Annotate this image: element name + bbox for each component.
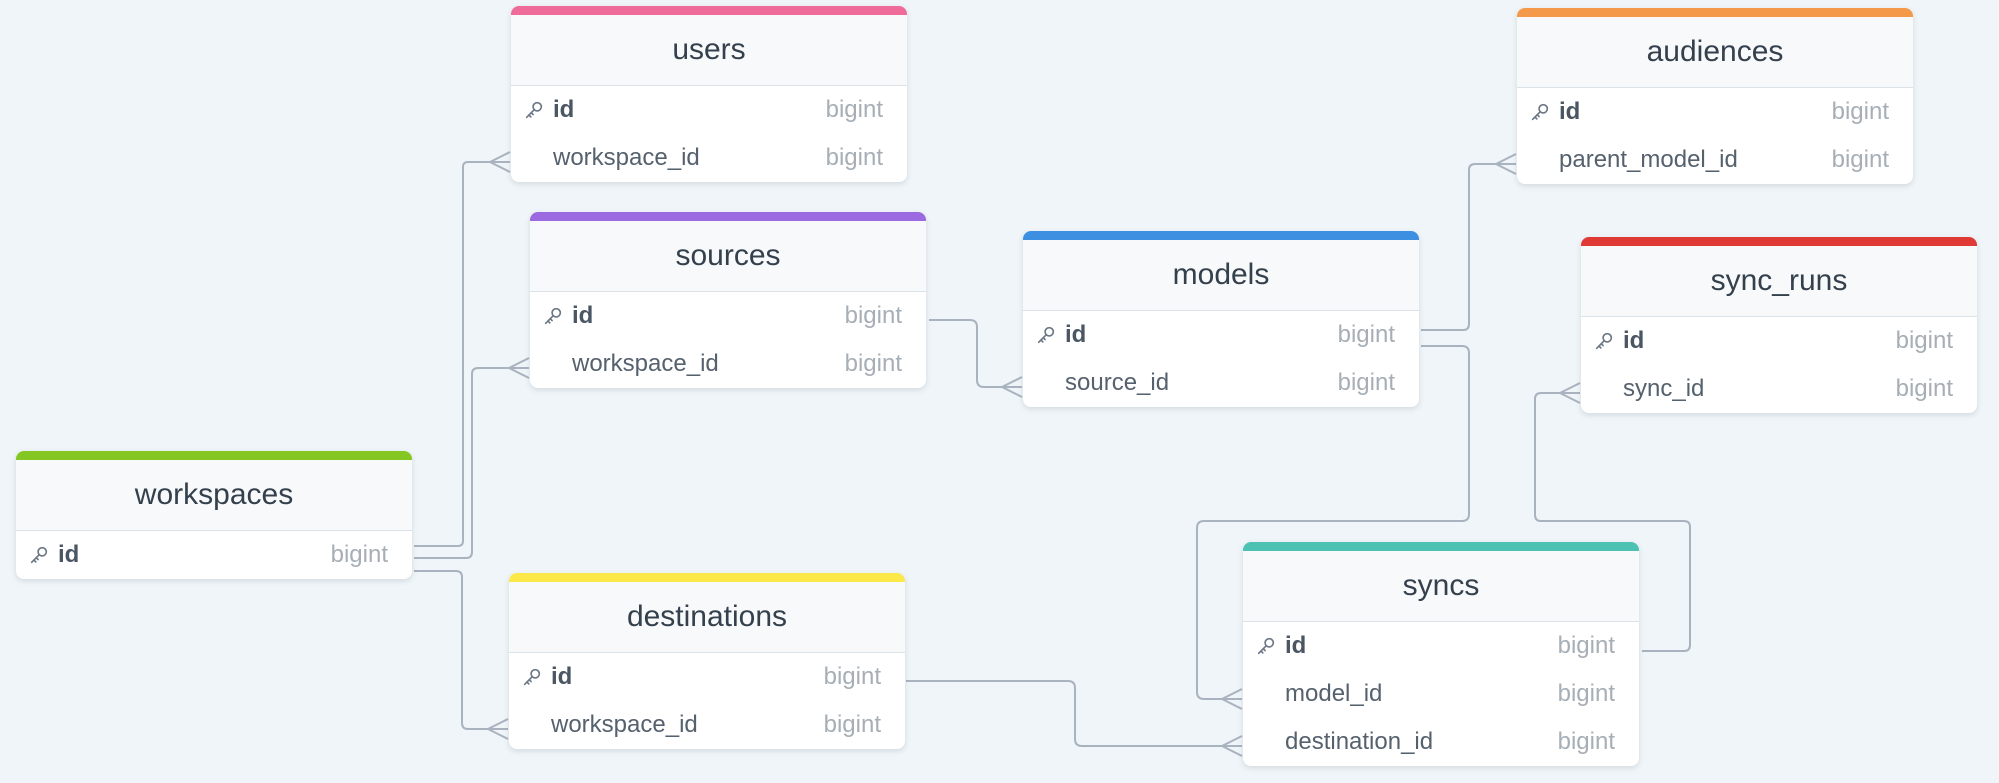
column-name: id	[553, 96, 826, 124]
key-icon	[28, 544, 58, 566]
crowfoot-syncs-model-id	[1222, 689, 1242, 709]
column-row[interactable]: model_id bigint	[1243, 670, 1639, 718]
column-name: id	[58, 541, 331, 569]
crowfoot-destinations-workspace-id	[488, 719, 508, 739]
column-name: id	[551, 663, 824, 691]
link-workspaces-users[interactable]	[414, 162, 510, 546]
column-row[interactable]: destination_id bigint	[1243, 718, 1639, 766]
table-accent-bar	[1023, 231, 1419, 240]
column-name: destination_id	[1285, 728, 1558, 756]
column-type: bigint	[826, 96, 883, 124]
crowfoot-syncs-destination-id	[1222, 736, 1242, 756]
column-name: workspace_id	[572, 350, 845, 378]
column-name: id	[572, 302, 845, 330]
table-syncs[interactable]: syncs id bigint model_id bigint destinat…	[1243, 542, 1639, 766]
column-row[interactable]: id bigint	[509, 653, 905, 701]
column-name: sync_id	[1623, 375, 1896, 403]
key-icon	[1593, 330, 1623, 352]
column-row[interactable]: id bigint	[511, 86, 907, 134]
column-name: id	[1285, 632, 1558, 660]
column-row[interactable]: parent_model_id bigint	[1517, 136, 1913, 184]
table-title: sources	[530, 221, 926, 292]
column-row[interactable]: id bigint	[16, 531, 412, 579]
column-type: bigint	[845, 350, 902, 378]
column-name: workspace_id	[551, 711, 824, 739]
column-row[interactable]: workspace_id bigint	[509, 701, 905, 749]
crowfoot-sync-runs-sync-id	[1560, 383, 1580, 403]
key-icon	[1529, 101, 1559, 123]
column-type: bigint	[824, 711, 881, 739]
crowfoot-sources-workspace-id	[509, 358, 529, 378]
column-type: bigint	[1832, 98, 1889, 126]
key-icon	[521, 666, 551, 688]
column-row[interactable]: sync_id bigint	[1581, 365, 1977, 413]
column-name: workspace_id	[553, 144, 826, 172]
column-type: bigint	[1338, 321, 1395, 349]
link-workspaces-sources[interactable]	[414, 368, 529, 558]
column-row[interactable]: id bigint	[1023, 311, 1419, 359]
table-accent-bar	[1243, 542, 1639, 551]
column-name: source_id	[1065, 369, 1338, 397]
table-title: models	[1023, 240, 1419, 311]
column-row[interactable]: workspace_id bigint	[511, 134, 907, 182]
table-accent-bar	[511, 6, 907, 15]
link-sources-models[interactable]	[929, 320, 1022, 387]
column-name: id	[1623, 327, 1896, 355]
key-icon	[542, 305, 572, 327]
column-type: bigint	[1338, 369, 1395, 397]
column-name: id	[1559, 98, 1832, 126]
crowfoot-models-source-id	[1002, 377, 1022, 397]
link-workspaces-destinations[interactable]	[414, 571, 508, 729]
column-row[interactable]: workspace_id bigint	[530, 340, 926, 388]
column-name: parent_model_id	[1559, 146, 1832, 174]
table-title: workspaces	[16, 460, 412, 531]
key-icon	[1035, 324, 1065, 346]
table-models[interactable]: models id bigint source_id bigint	[1023, 231, 1419, 407]
column-row[interactable]: id bigint	[1517, 88, 1913, 136]
link-models-audiences[interactable]	[1421, 164, 1516, 330]
column-row[interactable]: id bigint	[1243, 622, 1639, 670]
column-name: id	[1065, 321, 1338, 349]
table-title: sync_runs	[1581, 246, 1977, 317]
table-title: users	[511, 15, 907, 86]
column-type: bigint	[1832, 146, 1889, 174]
crowfoot-users-workspace-id	[490, 152, 510, 172]
table-title: destinations	[509, 582, 905, 653]
link-destinations-syncs[interactable]	[906, 681, 1242, 746]
column-name: model_id	[1285, 680, 1558, 708]
key-icon	[523, 99, 553, 121]
table-destinations[interactable]: destinations id bigint workspace_id bigi…	[509, 573, 905, 749]
column-type: bigint	[1558, 632, 1615, 660]
table-accent-bar	[1581, 237, 1977, 246]
table-accent-bar	[509, 573, 905, 582]
table-accent-bar	[1517, 8, 1913, 17]
column-type: bigint	[1558, 680, 1615, 708]
column-row[interactable]: source_id bigint	[1023, 359, 1419, 407]
column-type: bigint	[845, 302, 902, 330]
table-accent-bar	[530, 212, 926, 221]
crowfoot-audiences-parent-model-id	[1496, 154, 1516, 174]
table-title: audiences	[1517, 17, 1913, 88]
table-audiences[interactable]: audiences id bigint parent_model_id bigi…	[1517, 8, 1913, 184]
table-accent-bar	[16, 451, 412, 460]
column-type: bigint	[826, 144, 883, 172]
table-sources[interactable]: sources id bigint workspace_id bigint	[530, 212, 926, 388]
column-type: bigint	[1896, 327, 1953, 355]
table-workspaces[interactable]: workspaces id bigint	[16, 451, 412, 579]
column-row[interactable]: id bigint	[1581, 317, 1977, 365]
table-users[interactable]: users id bigint workspace_id bigint	[511, 6, 907, 182]
column-type: bigint	[331, 541, 388, 569]
column-row[interactable]: id bigint	[530, 292, 926, 340]
table-title: syncs	[1243, 551, 1639, 622]
column-type: bigint	[1558, 728, 1615, 756]
column-type: bigint	[824, 663, 881, 691]
column-type: bigint	[1896, 375, 1953, 403]
table-sync-runs[interactable]: sync_runs id bigint sync_id bigint	[1581, 237, 1977, 413]
key-icon	[1255, 635, 1285, 657]
